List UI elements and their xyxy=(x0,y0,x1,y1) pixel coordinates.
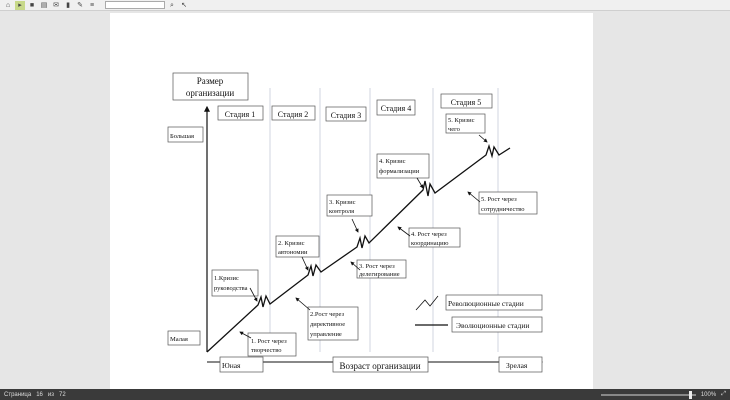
settings-icon[interactable]: ↖ xyxy=(181,1,187,9)
search-input[interactable] xyxy=(105,1,165,9)
stage-label: Стадия 3 xyxy=(331,111,361,120)
growth-label: делегирование xyxy=(359,271,400,278)
stage-label: Стадия 4 xyxy=(381,104,411,113)
crisis-label: 1.Кризис xyxy=(214,275,239,282)
y-low-label: Малая xyxy=(170,336,188,343)
search-icon[interactable]: ⌕ xyxy=(170,1,174,9)
x-mature-label: Зрелая xyxy=(506,361,528,370)
toolbar: ⌂ ▸ ■ ▤ ✉ ▮ ✎ ≡ ⌕ ↖ xyxy=(0,0,730,11)
growth-label: 4. Рост через xyxy=(411,231,447,238)
zoom-slider[interactable] xyxy=(600,390,696,399)
home-icon[interactable]: ⌂ xyxy=(5,1,11,9)
crisis-label: автономии xyxy=(278,249,308,256)
greiner-diagram: Размер организации Стадия 1 Стадия 2 Ста… xyxy=(167,72,543,373)
legend-revolution: Революционные стадии xyxy=(448,299,524,308)
growth-label: 1. Рост через xyxy=(251,338,287,345)
growth-label: 5. Рост через xyxy=(481,196,517,203)
pen-icon[interactable]: ✎ xyxy=(77,1,83,9)
growth-label: директивное xyxy=(310,321,345,328)
crisis-label: 2. Кризис xyxy=(278,240,305,247)
crisis-label: руководства xyxy=(214,285,248,292)
stage-label: Стадия 5 xyxy=(451,98,481,107)
crisis-label: формализации xyxy=(379,168,420,175)
page-label: Страница xyxy=(4,391,32,398)
zoom-level[interactable]: 100% xyxy=(700,391,717,398)
print-icon[interactable]: ■ xyxy=(29,1,35,9)
stage-label: Стадия 2 xyxy=(278,110,308,119)
document-viewer[interactable]: Размер организации Стадия 1 Стадия 2 Ста… xyxy=(0,11,730,389)
y-high-label: Большая xyxy=(170,133,194,140)
y-axis-title: Размер xyxy=(197,76,224,86)
growth-label: 3. Рост через xyxy=(359,263,395,270)
document-page: Размер организации Стадия 1 Стадия 2 Ста… xyxy=(110,13,593,389)
growth-label: сотрудничество xyxy=(481,206,525,213)
growth-curve xyxy=(206,143,511,353)
of-label: из xyxy=(47,391,54,398)
zoom-slider-knob[interactable] xyxy=(688,390,692,399)
legend-zigzag-icon xyxy=(415,295,439,311)
growth-label: творчество xyxy=(251,347,282,354)
y-axis-title: организации xyxy=(186,88,235,98)
save-icon[interactable]: ▤ xyxy=(40,1,48,9)
stage-label: Стадия 1 xyxy=(225,110,255,119)
y-axis-title-box xyxy=(172,72,249,101)
highlight-icon[interactable]: ≡ xyxy=(89,1,95,9)
x-axis-title: Возраст организации xyxy=(339,361,420,371)
fit-icon[interactable]: ⤢ xyxy=(721,391,726,397)
mail-icon[interactable]: ✉ xyxy=(53,1,59,9)
select-icon[interactable]: ▸ xyxy=(15,0,25,10)
crisis-label: чего xyxy=(448,126,460,133)
crisis-label: 4. Кризис xyxy=(379,158,406,165)
bookmark-icon[interactable]: ▮ xyxy=(66,1,70,9)
page-number-input[interactable]: 16 xyxy=(36,391,43,398)
status-bar: Страница 16 из 72 100% ⤢ xyxy=(0,389,730,400)
x-young-label: Юная xyxy=(222,361,241,370)
crisis-label: контроля xyxy=(329,208,354,215)
growth-label: координацию xyxy=(411,240,449,247)
crisis-label: 3. Кризис xyxy=(329,199,356,206)
total-pages: 72 xyxy=(59,391,66,398)
crisis-label: 5. Кризис xyxy=(448,117,475,124)
legend-evolution: Эволюционные стадии xyxy=(456,321,529,330)
growth-label: 2.Рост через xyxy=(310,311,344,318)
growth-label: управление xyxy=(310,331,342,338)
